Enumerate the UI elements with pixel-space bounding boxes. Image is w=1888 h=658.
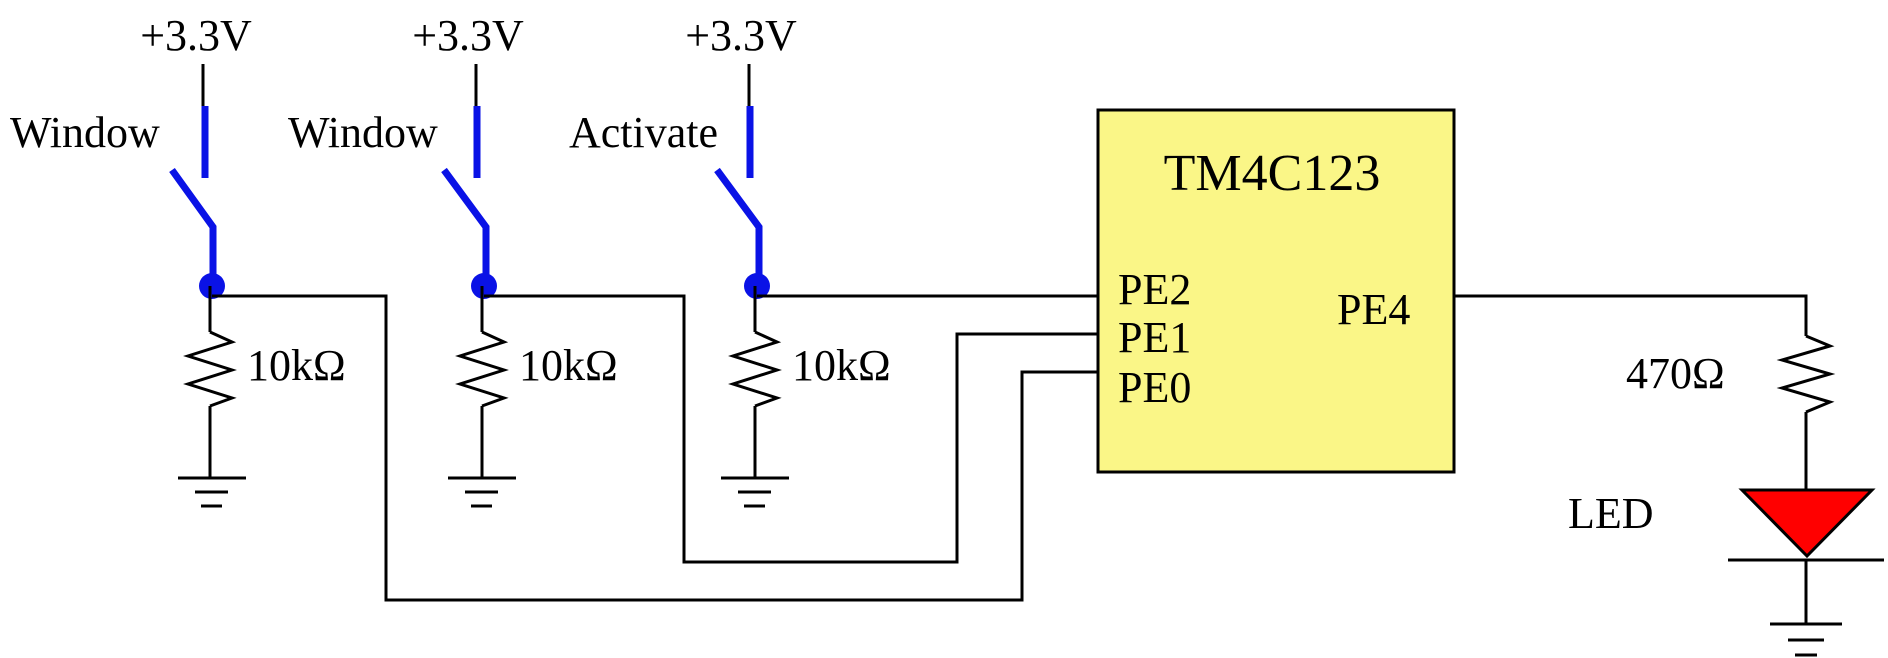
switch-circuit-2: +3.3V Window 10kΩ xyxy=(288,11,618,508)
switch-blade-3 xyxy=(714,167,763,283)
resistor-label-2: 10kΩ xyxy=(519,341,618,390)
ground-icon-2 xyxy=(448,476,516,508)
switch-label-1: Window xyxy=(10,108,160,157)
wire-pe1 xyxy=(484,294,1098,564)
ground-icon-led xyxy=(1770,622,1842,657)
output-stage: 470Ω LED xyxy=(1454,294,1884,657)
supply-label-3: +3.3V xyxy=(685,11,797,60)
pin-label-pe1: PE1 xyxy=(1118,313,1191,362)
switch-circuit-3: +3.3V Activate 10kΩ xyxy=(569,11,891,508)
ground-icon-3 xyxy=(721,476,789,508)
resistor-1 xyxy=(183,330,237,408)
chip-body xyxy=(1096,108,1456,474)
resistor-3 xyxy=(728,330,782,408)
switch-label-2: Window xyxy=(288,108,438,157)
resistor-470 xyxy=(1776,334,1836,414)
resistor-label-470: 470Ω xyxy=(1626,349,1725,398)
switch-label-3: Activate xyxy=(569,108,718,157)
switch-circuit-1: +3.3V Window 10kΩ xyxy=(10,11,346,508)
chip-name: TM4C123 xyxy=(1164,145,1381,202)
switch-blade-1 xyxy=(169,167,217,283)
wire-pe0 xyxy=(212,294,1098,602)
supply-label-2: +3.3V xyxy=(412,11,524,60)
resistor-label-1: 10kΩ xyxy=(247,341,346,390)
signal-wires xyxy=(212,294,1098,602)
microcontroller: TM4C123 PE2 PE1 PE0 PE4 xyxy=(1096,108,1456,474)
switch-node-3 xyxy=(744,273,770,299)
pin-label-pe0: PE0 xyxy=(1118,363,1191,412)
switch-node-2 xyxy=(471,273,497,299)
resistor-2 xyxy=(455,330,509,408)
led-label: LED xyxy=(1568,489,1654,538)
pin-label-pe4: PE4 xyxy=(1337,285,1410,334)
supply-label-1: +3.3V xyxy=(140,11,252,60)
wire-pe4 xyxy=(1454,294,1808,336)
led-icon xyxy=(1738,488,1876,559)
switch-node-1 xyxy=(199,273,225,299)
resistor-label-3: 10kΩ xyxy=(792,341,891,390)
switch-blade-2 xyxy=(441,167,490,283)
ground-icon-1 xyxy=(178,476,246,508)
pin-label-pe2: PE2 xyxy=(1118,265,1191,314)
